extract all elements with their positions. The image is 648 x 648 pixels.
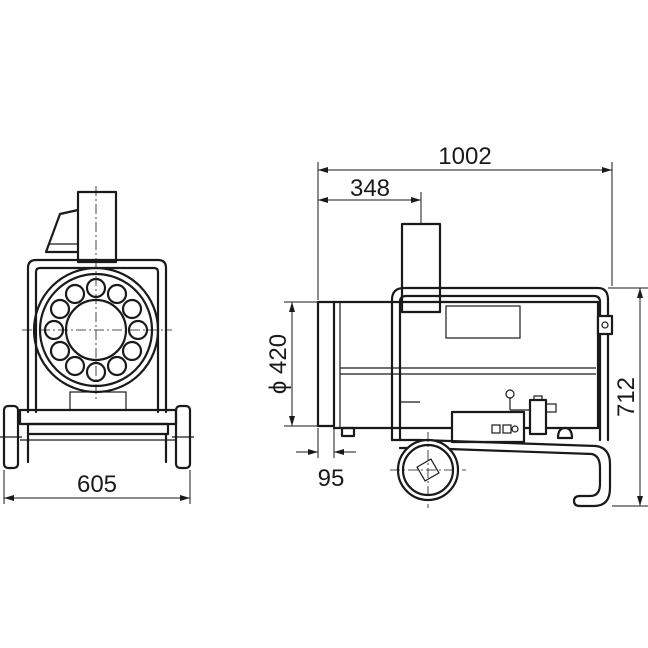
side-base bbox=[390, 438, 612, 508]
front-view: 605 bbox=[0, 186, 194, 504]
side-view: 1002 348 ϕ 420 95 bbox=[265, 143, 648, 508]
dim-overall-height: 712 bbox=[608, 287, 648, 507]
label-outlet-diameter: ϕ 420 bbox=[265, 334, 292, 394]
front-wheels bbox=[0, 404, 194, 470]
side-frame bbox=[390, 286, 614, 442]
front-outlet-ring bbox=[22, 186, 172, 400]
front-base bbox=[18, 391, 178, 464]
label-nozzle-depth: 95 bbox=[318, 465, 345, 492]
dim-front-width: 605 bbox=[3, 470, 191, 504]
dim-outlet-diameter: ϕ 420 bbox=[265, 301, 318, 427]
label-chimney-offset: 348 bbox=[350, 175, 390, 202]
front-chimney bbox=[44, 190, 118, 264]
side-chimney bbox=[400, 222, 442, 314]
dim-chimney-offset: 348 bbox=[318, 175, 422, 224]
label-overall-height: 712 bbox=[613, 377, 640, 417]
label-front-width: 605 bbox=[77, 471, 117, 498]
dim-overall-length: 1002 bbox=[317, 143, 613, 300]
burner-holes bbox=[43, 277, 149, 383]
side-controls bbox=[400, 389, 574, 444]
side-wheel bbox=[390, 432, 466, 508]
label-overall-length: 1002 bbox=[438, 143, 491, 170]
dim-nozzle-depth: 95 bbox=[296, 428, 356, 492]
